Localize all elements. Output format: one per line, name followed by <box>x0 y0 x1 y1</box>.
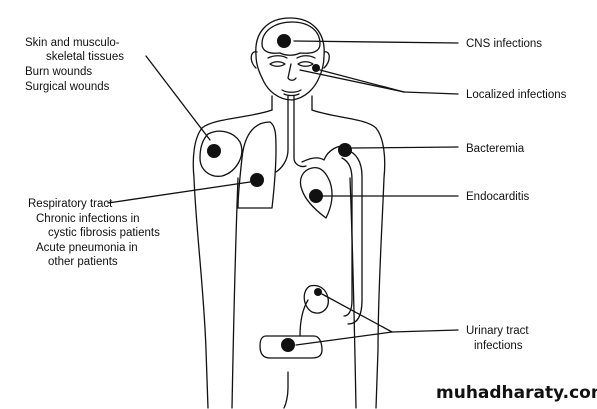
label-burn: Burn wounds <box>25 66 93 78</box>
left-ear <box>250 51 258 69</box>
label-urinary-1: Urinary tract <box>466 325 529 337</box>
label-surgical: Surgical wounds <box>25 81 110 93</box>
cns-dot <box>277 34 291 48</box>
bacteremia-dot <box>338 143 352 157</box>
label-resp-acute-2: other patients <box>48 256 118 268</box>
leader-localized-b <box>319 69 405 93</box>
left-eyebrow <box>267 55 288 59</box>
left-arm-inner <box>231 177 239 409</box>
label-resp-chronic-2: cystic fibrosis patients <box>48 227 160 239</box>
label-localized: Localized infections <box>466 89 567 101</box>
leader-localized-c <box>403 91 459 95</box>
localized-dot <box>312 64 320 72</box>
label-cns: CNS infections <box>466 38 543 50</box>
leader-cns <box>293 40 459 44</box>
respiratory-dot <box>250 173 264 187</box>
aorta <box>345 149 363 325</box>
leader-urinary-a <box>321 293 393 333</box>
label-skin-title: Skin and musculo- <box>25 37 120 49</box>
leader-urinary-b <box>295 331 393 346</box>
leader-urinary-c <box>391 329 459 333</box>
leader-skin <box>145 55 211 141</box>
label-resp-acute-1: Acute pneumonia in <box>36 242 138 254</box>
kidney-outline <box>303 284 329 314</box>
label-bacteremia: Bacteremia <box>466 143 525 155</box>
trachea-branch <box>293 95 307 168</box>
mouth <box>281 89 302 93</box>
body-left-outline <box>192 109 273 409</box>
label-resp-title: Respiratory tract <box>28 198 113 210</box>
heart-outline <box>299 166 333 219</box>
bladder-outline <box>259 335 323 359</box>
lung-outline <box>237 121 277 209</box>
skin-region <box>199 130 243 177</box>
body-right-outline <box>311 109 386 409</box>
right-ear <box>323 51 330 69</box>
label-endocarditis: Endocarditis <box>466 191 530 203</box>
endocarditis-dot <box>309 189 323 203</box>
right-eyebrow <box>296 55 316 59</box>
label-skin-title-2: skeletal tissues <box>46 51 124 63</box>
trachea <box>275 95 289 173</box>
right-arm-inner <box>349 177 357 409</box>
leader-bacteremia <box>351 146 459 149</box>
right-eye <box>297 61 314 67</box>
left-eye <box>269 61 286 67</box>
watermark: muhadharaty.com <box>436 383 597 403</box>
label-resp-chronic-1: Chronic infections in <box>36 213 140 225</box>
leg-split <box>283 371 289 409</box>
aorta-inner <box>341 157 353 317</box>
mouth-lower <box>283 93 300 97</box>
ureter <box>299 299 309 337</box>
head-outline <box>255 17 325 101</box>
bladder-dot <box>281 338 295 352</box>
label-urinary-2: infections <box>474 340 523 352</box>
skin-dot <box>207 144 221 158</box>
nose <box>287 63 297 81</box>
leader-localized-a <box>299 69 405 93</box>
brain-outline <box>261 21 321 56</box>
leader-respiratory <box>107 181 251 204</box>
kidney-dot <box>314 288 322 296</box>
